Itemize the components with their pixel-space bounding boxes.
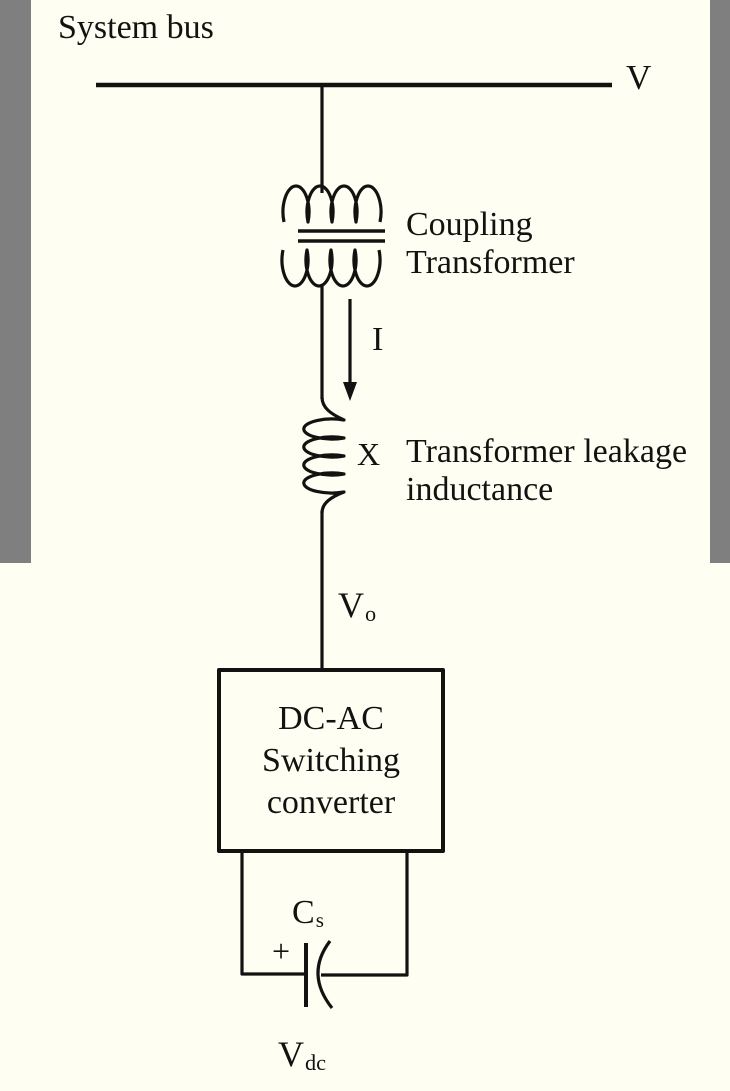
- right-gray-bar: [710, 0, 730, 563]
- system-bus-label: System bus: [58, 9, 214, 46]
- converter-label-line3: converter: [266, 784, 396, 821]
- converter-label: DC-AC Switching converter: [219, 698, 443, 824]
- dc-voltage-subscript: dc: [305, 1049, 327, 1075]
- dc-voltage-base: V: [278, 1034, 304, 1074]
- output-voltage-label: Vo: [338, 585, 377, 626]
- current-arrow-head: [343, 382, 357, 401]
- output-voltage-subscript: o: [365, 600, 377, 626]
- leakage-inductance-label-line1: Transformer leakage: [406, 433, 688, 470]
- dc-link-left-wire: [240, 851, 304, 976]
- coupling-transformer-label-line1: Coupling: [406, 206, 533, 243]
- capacitor-polarity-sign: +: [272, 933, 291, 969]
- left-gray-bar: [0, 0, 31, 563]
- dc-link-right-wire: [321, 851, 409, 977]
- capacitor-right-plate: [316, 940, 334, 1009]
- transformer-primary-coil: [281, 184, 383, 224]
- bus-voltage-label: V: [626, 58, 652, 97]
- leakage-inductance-label: Transformer leakage inductance: [406, 433, 687, 509]
- converter-box-border: [217, 668, 445, 853]
- current-label: I: [372, 321, 384, 358]
- dc-voltage-label: Vdc: [278, 1034, 327, 1075]
- coupling-transformer-label-line2: Transformer: [406, 244, 575, 281]
- capacitor-label-subscript: s: [315, 907, 324, 932]
- converter-label-line2: Switching: [262, 742, 400, 779]
- capacitor-label: Cs: [292, 894, 324, 932]
- reactance-label: X: [357, 436, 381, 472]
- coupling-transformer-label: Coupling Transformer: [406, 206, 575, 282]
- transformer-core: [298, 229, 385, 243]
- converter-label-line1: DC-AC: [278, 700, 384, 737]
- leakage-inductance-label-line2: inductance: [406, 471, 554, 508]
- transformer-secondary-coil: [280, 248, 382, 288]
- output-voltage-base: V: [338, 585, 364, 625]
- capacitor-label-base: C: [292, 894, 315, 931]
- leakage-inductor-coil: [302, 396, 346, 514]
